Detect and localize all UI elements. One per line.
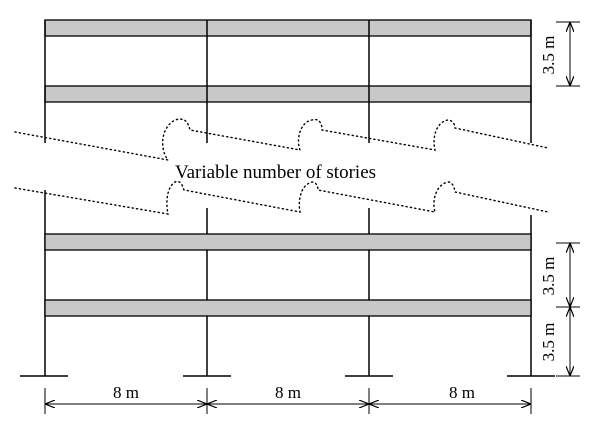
bay-width-label-1: 8 m (113, 383, 139, 402)
bay-dimensions: 8 m 8 m 8 m (44, 383, 532, 414)
lower-frame (44, 190, 532, 376)
beam-upper-floor (44, 85, 532, 103)
break-lines (14, 118, 549, 215)
beam-lower-floor-2 (44, 233, 532, 251)
beam-lower-floor-1 (44, 299, 532, 317)
bay-width-label-3: 8 m (449, 383, 475, 402)
beam-roof (44, 19, 532, 37)
bay-width-label-2: 8 m (275, 383, 301, 402)
story-height-label-bottom: 3.5 m (539, 323, 558, 362)
story-height-label-top: 3.5 m (539, 36, 558, 75)
break-line-lower (14, 180, 549, 215)
variable-stories-caption: Variable number of stories (175, 162, 376, 183)
upper-frame (44, 19, 532, 143)
story-height-label-middle: 3.5 m (539, 257, 558, 296)
break-line-upper (14, 118, 549, 162)
story-dimensions: 3.5 m 3.5 m 3.5 m (539, 21, 580, 377)
